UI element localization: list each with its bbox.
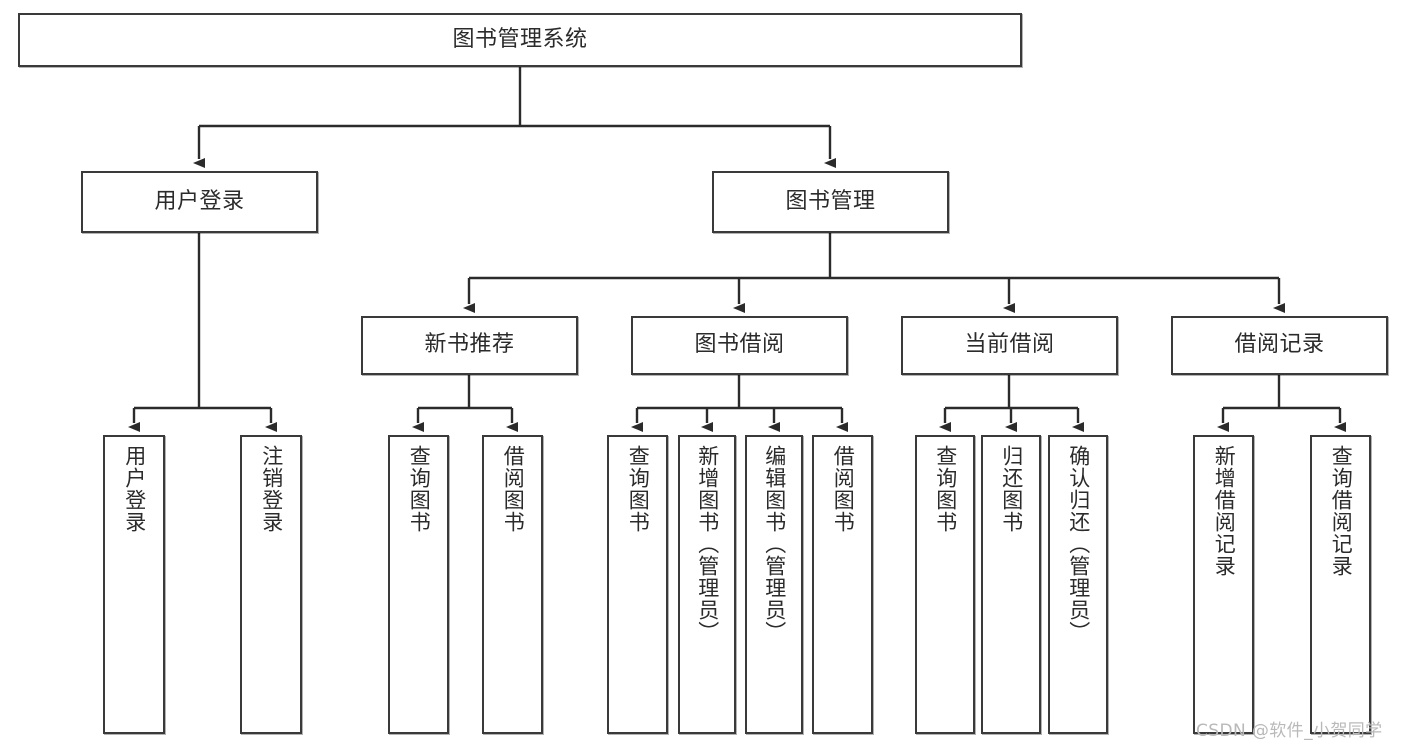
node-leaf-query-book-2[interactable]: 查询图书 xyxy=(607,435,668,734)
node-leaf-borrow-book-2-label: 借阅图书 xyxy=(831,445,856,533)
node-leaf-user-login[interactable]: 用户登录 xyxy=(103,435,165,734)
node-book-management[interactable]: 图书管理 xyxy=(712,171,949,233)
node-current-borrow[interactable]: 当前借阅 xyxy=(901,316,1118,375)
node-leaf-borrow-book-1-label: 借阅图书 xyxy=(501,445,526,533)
node-leaf-user-logout-label: 注销登录 xyxy=(259,445,284,533)
node-book-borrow-label: 图书借阅 xyxy=(694,332,785,358)
node-leaf-borrow-book-2[interactable]: 借阅图书 xyxy=(812,435,873,734)
node-leaf-query-book-2-label: 查询图书 xyxy=(626,445,651,533)
node-current-borrow-label: 当前借阅 xyxy=(964,332,1055,358)
node-user-login-label: 用户登录 xyxy=(154,188,245,214)
node-root[interactable]: 图书管理系统 xyxy=(18,13,1022,67)
node-leaf-confirm-return-admin[interactable]: 确认归还（管理员） xyxy=(1048,435,1108,734)
node-root-label: 图书管理系统 xyxy=(452,26,588,52)
node-borrow-record[interactable]: 借阅记录 xyxy=(1171,316,1388,375)
node-leaf-edit-book-admin-label: 编辑图书（管理员） xyxy=(762,445,787,643)
node-leaf-user-login-label: 用户登录 xyxy=(122,445,147,533)
node-leaf-query-book-3-label: 查询图书 xyxy=(933,445,958,533)
node-leaf-query-book-1[interactable]: 查询图书 xyxy=(388,435,449,734)
node-leaf-return-book-label: 归还图书 xyxy=(999,445,1024,533)
node-leaf-user-logout[interactable]: 注销登录 xyxy=(240,435,302,734)
node-book-management-label: 图书管理 xyxy=(785,188,876,214)
node-leaf-edit-book-admin[interactable]: 编辑图书（管理员） xyxy=(745,435,803,734)
node-leaf-borrow-book-1[interactable]: 借阅图书 xyxy=(482,435,543,734)
node-leaf-query-borrow-record-label: 查询借阅记录 xyxy=(1329,445,1354,577)
node-leaf-add-borrow-record-label: 新增借阅记录 xyxy=(1212,445,1237,577)
node-leaf-query-borrow-record[interactable]: 查询借阅记录 xyxy=(1310,435,1371,734)
node-leaf-return-book[interactable]: 归还图书 xyxy=(981,435,1041,734)
watermark: CSDN @软件_小贺同学 xyxy=(1196,721,1383,741)
node-leaf-query-book-3[interactable]: 查询图书 xyxy=(915,435,975,734)
node-leaf-query-book-1-label: 查询图书 xyxy=(407,445,432,533)
node-user-login[interactable]: 用户登录 xyxy=(81,171,318,233)
node-leaf-add-borrow-record[interactable]: 新增借阅记录 xyxy=(1193,435,1254,734)
node-leaf-add-book-admin-label: 新增图书（管理员） xyxy=(695,445,720,643)
node-leaf-add-book-admin[interactable]: 新增图书（管理员） xyxy=(678,435,736,734)
node-new-book-recommend-label: 新书推荐 xyxy=(424,332,515,358)
node-leaf-confirm-return-admin-label: 确认归还（管理员） xyxy=(1066,445,1091,643)
node-new-book-recommend[interactable]: 新书推荐 xyxy=(361,316,578,375)
node-book-borrow[interactable]: 图书借阅 xyxy=(631,316,848,375)
node-borrow-record-label: 借阅记录 xyxy=(1234,332,1325,358)
